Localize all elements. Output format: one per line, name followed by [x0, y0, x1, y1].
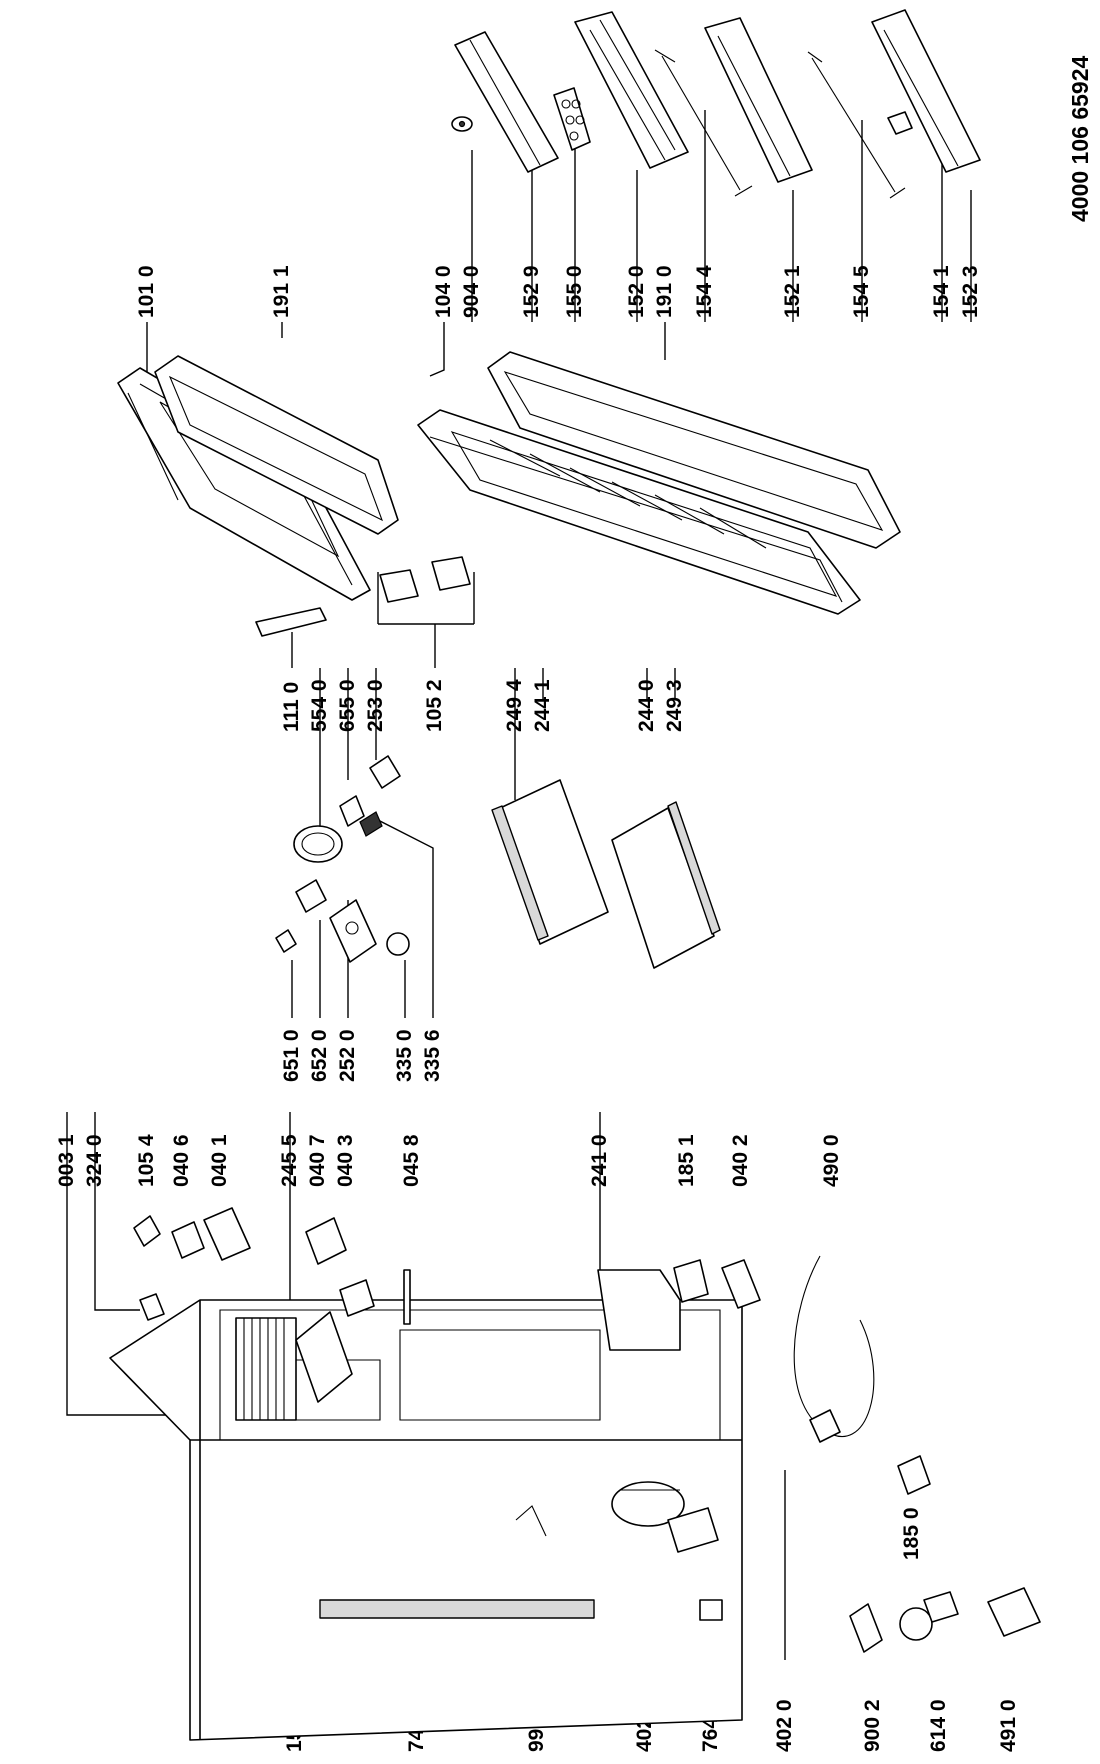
compressor-402-0	[611, 1481, 685, 1527]
bar-154-5	[807, 51, 906, 199]
screw-651-0	[275, 929, 297, 953]
drier-764-2	[699, 1599, 723, 1621]
part-185-0	[897, 1455, 931, 1495]
bracket-111-0	[255, 607, 327, 637]
clip-154-1	[887, 111, 913, 135]
door-gasket-191-1	[154, 355, 399, 535]
knob-253-0	[369, 755, 401, 789]
power-cord-490-0	[793, 1255, 875, 1443]
label-185-0: 185 0	[900, 1507, 923, 1560]
label-040-1: 040 1	[208, 1134, 231, 1187]
sensor-993-2	[515, 1505, 547, 1537]
crisper-241-0	[597, 1269, 681, 1351]
door-gasket-191-0	[487, 351, 901, 549]
egg-tray-155-0	[553, 87, 591, 151]
hinge-040-3	[339, 1279, 375, 1317]
label-652-0: 652 0	[308, 1029, 331, 1082]
label-105-4: 105 4	[135, 1134, 158, 1187]
hinge-parts-105-2	[379, 556, 471, 603]
label-104-0: 104 0	[432, 265, 455, 318]
label-335-0: 335 0	[393, 1029, 416, 1082]
fridge-door-104-0	[417, 409, 861, 615]
label-040-2: 040 2	[729, 1134, 752, 1187]
document-number: 4000 106 65924	[1067, 56, 1093, 222]
label-900-2: 900 2	[861, 1699, 884, 1752]
door-balcony-152-3	[871, 9, 981, 173]
pin-045-8	[403, 1269, 411, 1325]
label-490-0: 490 0	[820, 1134, 843, 1187]
cover-152-9	[454, 31, 559, 173]
spring-335-6	[359, 811, 383, 837]
part-185-1	[673, 1259, 709, 1303]
label-191-0: 191 0	[653, 265, 676, 318]
hinge-040-2	[721, 1259, 761, 1309]
lamp-cover-554-0	[293, 825, 343, 863]
label-614-0: 614 0	[927, 1699, 950, 1752]
label-191-1: 191 1	[270, 265, 293, 318]
label-105-2: 105 2	[423, 679, 446, 732]
cover-324-0	[139, 1293, 165, 1321]
door-balcony-152-1	[704, 17, 813, 183]
label-402-0: 402 0	[773, 1699, 796, 1752]
door-balcony-152-0	[574, 11, 689, 169]
shelf-trim-249-3	[667, 801, 721, 935]
hinge-cover-105-4	[133, 1215, 161, 1247]
label-040-6: 040 6	[170, 1134, 193, 1187]
relay-402-1	[667, 1507, 719, 1553]
ice-tray-156-0	[295, 1311, 353, 1403]
evaporator-245-5	[235, 1317, 297, 1421]
label-335-6: 335 6	[421, 1029, 444, 1082]
label-101-0: 101 0	[135, 265, 158, 318]
knob-335-0	[386, 932, 410, 956]
label-040-3: 040 3	[334, 1134, 357, 1187]
label-249-3: 249 3	[663, 679, 686, 732]
part-614-0	[899, 1591, 959, 1641]
label-111-0: 111 0	[280, 682, 303, 732]
label-040-7: 040 7	[306, 1134, 329, 1187]
washer-904-0	[451, 116, 473, 132]
shelf-244-0	[611, 807, 715, 969]
hinge-040-1	[203, 1207, 251, 1261]
label-491-0: 491 0	[997, 1699, 1020, 1752]
cover-491-0	[987, 1587, 1041, 1637]
thermostat-652-0	[295, 879, 327, 913]
label-185-1: 185 1	[675, 1134, 698, 1187]
label-651-0: 651 0	[280, 1029, 303, 1082]
condenser-740-0	[319, 1599, 595, 1619]
lamp-holder-655-0	[339, 795, 365, 827]
label-045-8: 045 8	[400, 1134, 423, 1187]
shelf-trim-249-4	[491, 805, 549, 941]
hinge-040-6	[171, 1221, 205, 1259]
part-900-2	[849, 1603, 883, 1653]
label-244-0: 244 0	[635, 679, 658, 732]
light-housing-252-0	[329, 899, 377, 963]
label-252-0: 252 0	[336, 1029, 359, 1082]
hinge-040-7	[305, 1217, 347, 1265]
label-244-1: 244 1	[531, 679, 554, 732]
bar-154-4	[654, 49, 753, 197]
